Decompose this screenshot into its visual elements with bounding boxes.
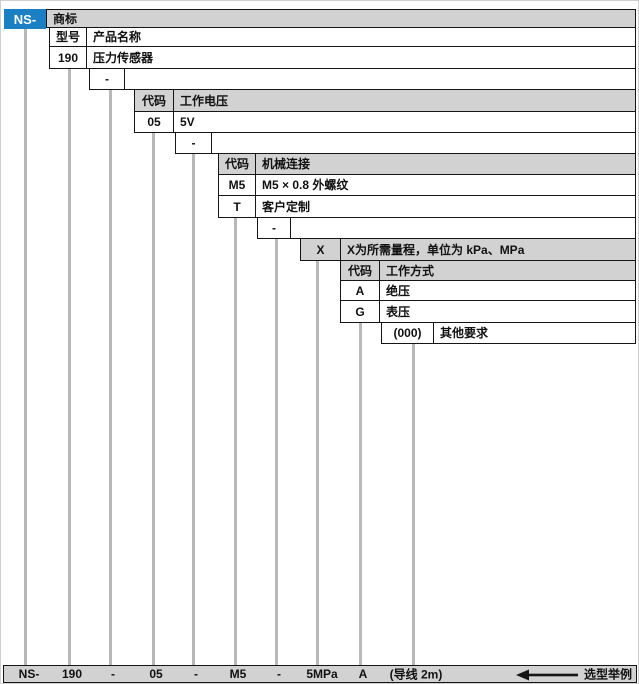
mode-desc-g: 表压: [386, 304, 411, 319]
separator-row-2: -: [175, 132, 636, 154]
mechanical-code-t: T: [219, 196, 256, 217]
example-brand: NS-: [18, 667, 40, 681]
example-model: 190: [61, 667, 83, 681]
separator-dash-cell: -: [176, 133, 212, 153]
example-voltage: 05: [149, 667, 163, 681]
model-code: 190: [50, 47, 87, 68]
empty-cell: [125, 69, 635, 89]
leader-line-dash1: [109, 89, 112, 667]
mode-header-row: 代码 工作方式: [340, 260, 636, 281]
trademark-row: 商标: [46, 9, 636, 28]
voltage-row-05: 05 5V: [134, 111, 636, 133]
selection-example-bar: NS- 190 - 05 - M5 - 5MPa A (导线 2m) 选型举例: [3, 665, 637, 683]
example-mode: A: [358, 667, 368, 681]
leader-line-voltage: [152, 132, 155, 667]
example-lead: (导线 2m): [389, 667, 443, 682]
example-range: 5MPa: [306, 667, 338, 681]
voltage-code: 05: [135, 112, 174, 132]
voltage-desc: 5V: [180, 115, 195, 129]
brand-code-cell: NS-: [4, 9, 46, 29]
other-row: (000) 其他要求: [381, 322, 636, 344]
mode-code-g: G: [341, 301, 380, 322]
mode-row-a: A 绝压: [340, 280, 636, 301]
model-header-code: 型号: [50, 28, 87, 46]
separator-dash-cell: -: [258, 218, 291, 238]
range-row: X X为所需量程，单位为 kPa、MPa: [300, 238, 636, 261]
leader-line-range: [316, 260, 319, 667]
mechanical-row-m5: M5 M5 × 0.8 外螺纹: [218, 174, 636, 196]
mechanical-row-t: T 客户定制: [218, 195, 636, 218]
mode-header-code: 代码: [341, 261, 380, 280]
leader-line-dash2: [192, 153, 195, 667]
mode-row-g: G 表压: [340, 300, 636, 323]
model-desc: 压力传感器: [93, 50, 154, 65]
separator-row-3: -: [257, 217, 636, 239]
mode-desc-a: 绝压: [386, 283, 411, 298]
model-header-desc: 产品名称: [93, 30, 142, 44]
example-mech: M5: [229, 667, 247, 681]
example-label: 选型举例: [584, 667, 633, 682]
mode-code-a: A: [341, 281, 380, 300]
trademark-label: 商标: [53, 11, 78, 26]
mechanical-header-code: 代码: [219, 154, 256, 174]
range-desc: X为所需量程，单位为 kPa、MPa: [347, 242, 525, 257]
example-dash-3: -: [277, 667, 281, 681]
example-dash-1: -: [111, 667, 115, 681]
mechanical-header-desc: 机械连接: [262, 157, 311, 171]
separator-dash-cell: -: [90, 69, 125, 89]
mode-header-desc: 工作方式: [386, 263, 435, 278]
example-dash-2: -: [194, 667, 198, 681]
leader-line-mechanical: [234, 217, 237, 667]
leader-line-model: [68, 67, 71, 667]
empty-cell: [291, 218, 635, 238]
mechanical-header-row: 代码 机械连接: [218, 153, 636, 175]
leader-line-other: [412, 342, 415, 667]
voltage-header-row: 代码 工作电压: [134, 89, 636, 112]
left-arrow-icon: [516, 669, 578, 681]
mechanical-desc-m5: M5 × 0.8 外螺纹: [262, 178, 349, 192]
model-header-row: 型号 产品名称: [49, 27, 636, 47]
empty-cell: [212, 133, 635, 153]
voltage-header-code: 代码: [135, 90, 174, 111]
range-code: X: [301, 239, 341, 260]
other-desc: 其他要求: [440, 326, 489, 340]
voltage-header-desc: 工作电压: [180, 93, 229, 108]
leader-line-dash3: [275, 238, 278, 667]
leader-line-brand: [24, 28, 27, 667]
other-code: (000): [382, 323, 434, 343]
mechanical-desc-t: 客户定制: [262, 199, 311, 214]
leader-line-mode: [359, 321, 362, 667]
model-row-190: 190 压力传感器: [49, 46, 636, 69]
mechanical-code-m5: M5: [219, 175, 256, 195]
separator-row-1: -: [89, 68, 636, 90]
